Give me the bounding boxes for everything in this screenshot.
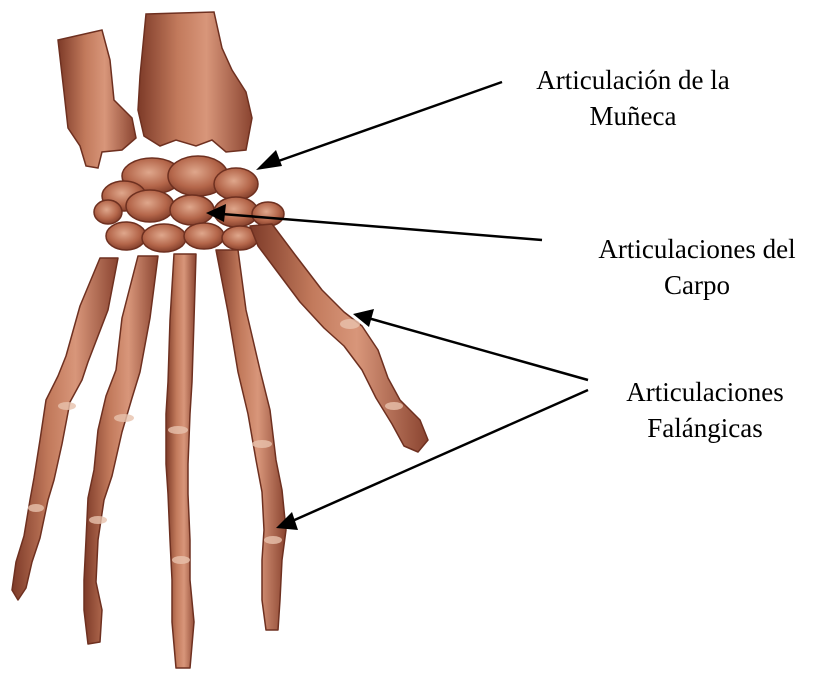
- carpal-joints-label: Articulaciones del Carpo: [572, 231, 822, 303]
- thumb-bones: [250, 224, 428, 452]
- radius-bone: [138, 12, 252, 152]
- forearm-bones: [58, 12, 252, 168]
- phalangeal-joints-label-line2: Falángicas: [585, 410, 822, 446]
- index-finger-bones: [216, 250, 286, 630]
- middle-finger-bones: [166, 254, 196, 668]
- phalangeal-joints-label-line1: Articulaciones: [585, 374, 822, 410]
- finger-bones: [12, 224, 428, 668]
- phalangeal-pointer-arrow-lower: [276, 390, 588, 530]
- phalangeal-joints-label: Articulaciones Falángicas: [585, 374, 822, 446]
- wrist-pointer-arrow: [256, 82, 502, 170]
- carpal-joints-label-line2: Carpo: [572, 267, 822, 303]
- carpal-joints-label-line1: Articulaciones del: [572, 231, 822, 267]
- wrist-joint-label-line2: Muñeca: [508, 98, 758, 134]
- ulna-bone: [58, 30, 136, 168]
- phalangeal-pointer-arrow-upper: [353, 309, 588, 380]
- wrist-joint-label: Articulación de la Muñeca: [508, 62, 758, 134]
- wrist-joint-label-line1: Articulación de la: [508, 62, 758, 98]
